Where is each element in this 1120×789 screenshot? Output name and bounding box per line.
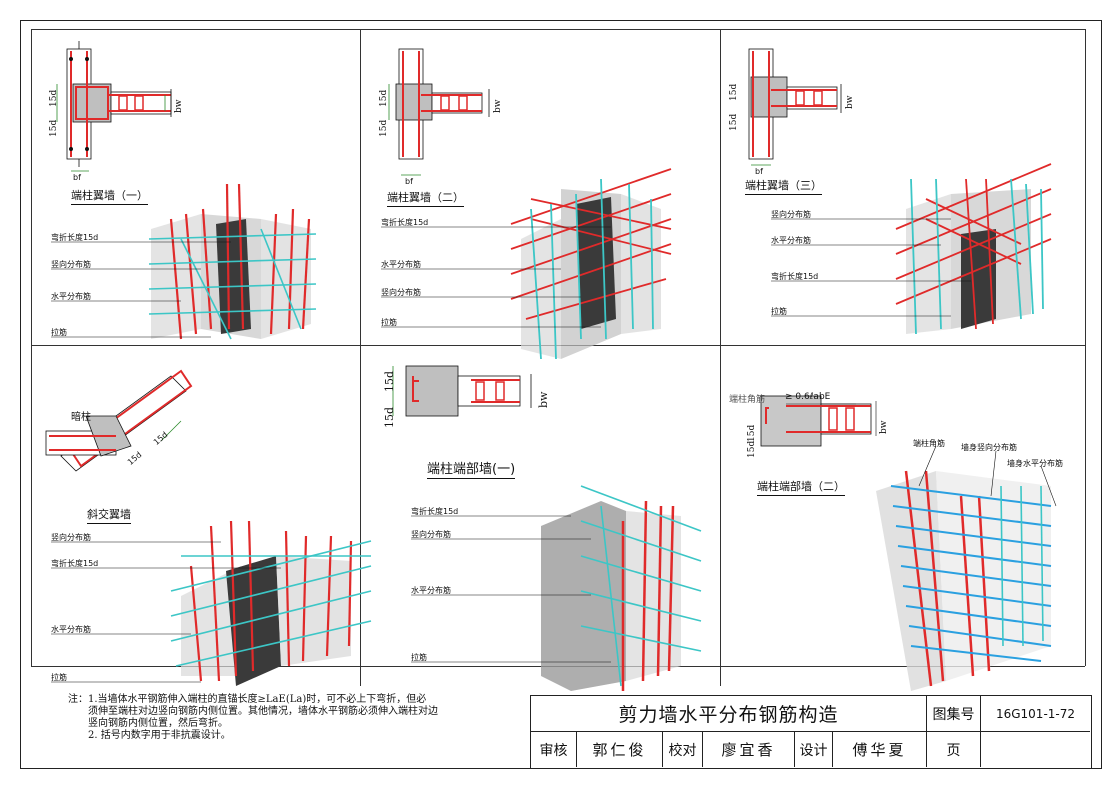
dim-15d-top: 15d — [383, 370, 396, 392]
label-tie-bars: 拉筋 — [411, 653, 427, 662]
label-horizontal-bars: 水平分布筋 — [51, 625, 91, 634]
label-tie-bars: 拉筋 — [51, 673, 67, 682]
dim-bw: bw — [845, 95, 855, 109]
drawing-title: 剪力墙水平分布钢筋构造 — [531, 696, 927, 732]
panel-title: 端柱翼墙（一） — [71, 187, 148, 205]
panel-1-drawing — [51, 41, 317, 340]
label-bend-length: 弯折长度15d — [771, 272, 819, 281]
dim-bw: bw — [493, 99, 503, 113]
label-vertical-bars: 竖向分布筋 — [771, 210, 811, 219]
label-vertical-bars: 竖向分布筋 — [411, 530, 451, 539]
reviewer-name: 郭仁俊 — [577, 732, 663, 767]
note-line-1: 注：1.当墙体水平钢筋伸入端柱的直锚长度≥LaE(La)时，可不必上下弯折，但必 — [68, 694, 427, 705]
label-tie-bars: 拉筋 — [771, 307, 787, 316]
drawing-sheet: 15d 15d bw bf 端柱翼墙（一） 弯折长度15d 竖向分布筋 水平分布… — [20, 20, 1102, 769]
dim-15d-top: 15d — [379, 89, 389, 107]
panel-end-column-wing-wall-2: 15d 15d bw bf 端柱翼墙（二） 弯折长度15d 水平分布筋 竖向分布… — [361, 29, 720, 360]
label-tie-bars: 拉筋 — [51, 328, 67, 337]
label-vertical-bars: 竖向分布筋 — [381, 288, 421, 297]
label-corner-bar-small: 端柱角筋 — [729, 395, 766, 405]
label-wall-horizontal-bars: 墙身水平分布筋 — [1007, 459, 1063, 468]
panel-title: 端柱端部墙(一) — [427, 458, 516, 479]
page-label: 页 — [927, 732, 981, 767]
panel-end-column-end-wall-2: 端柱角筋 ≥ 0.6ℓabE 15d 15d bw 端柱端部墙（二） 端柱角筋 … — [721, 346, 1085, 691]
label-anchor-length: ≥ 0.6ℓabE — [785, 392, 831, 402]
dim-15d-bottom: 15d — [383, 406, 396, 428]
label-vertical-bars: 竖向分布筋 — [51, 260, 91, 269]
dim-15d-bottom: 15d — [747, 440, 757, 458]
dim-bf: bf — [405, 177, 413, 186]
label-tie-bars: 拉筋 — [381, 318, 397, 327]
atlas-label: 图集号 — [927, 696, 981, 732]
label-horizontal-bars: 水平分布筋 — [411, 586, 451, 595]
label-column-corner-bars: 端柱角筋 — [913, 439, 945, 448]
panel-2-drawing — [381, 48, 672, 360]
grid-vline-left — [31, 29, 32, 666]
page-number — [981, 732, 1090, 767]
panel-end-column-end-wall-1: 15d 15d bw 端柱端部墙(一) 弯折长度15d 竖向分布筋 水平分布筋 … — [361, 346, 720, 691]
notes: 注：1.当墙体水平钢筋伸入端柱的直锚长度≥LaE(La)时，可不必上下弯折，但必… — [68, 694, 516, 742]
label-horizontal-bars: 水平分布筋 — [51, 292, 91, 301]
atlas-number: 16G101-1-72 — [981, 696, 1090, 732]
dim-bw: bw — [879, 420, 889, 434]
label-wall-vertical-bars: 墙身竖向分布筋 — [961, 443, 1017, 452]
label-bend-length: 弯折长度15d — [51, 559, 99, 568]
design-label: 设计 — [795, 732, 833, 767]
panel-6-drawing — [760, 395, 1057, 691]
dim-15d-bottom: 15d — [729, 113, 739, 131]
dim-15d-top: 15d — [747, 424, 757, 442]
panel-3-drawing — [748, 48, 1052, 335]
grid-vline-2 — [720, 29, 721, 686]
dim-15d-top: 15d — [729, 83, 739, 101]
panel-end-column-wing-wall-3: 15d 15d bw bf 端柱翼墙（三） 竖向分布筋 水平分布筋 弯折长度15… — [721, 29, 1085, 345]
review-label: 审核 — [531, 732, 577, 767]
dim-15d-bottom: 15d — [49, 119, 59, 137]
label-bend-length: 弯折长度15d — [411, 507, 459, 516]
grid-hline-top — [31, 29, 1085, 30]
check-label: 校对 — [663, 732, 703, 767]
panel-5-drawing — [392, 365, 702, 691]
panel-title: 斜交翼墙 — [87, 506, 131, 524]
panel-4-drawing — [45, 369, 372, 686]
title-block: 剪力墙水平分布钢筋构造 图集号 16G101-1-72 审核 郭仁俊 校对 廖宜… — [530, 695, 1092, 769]
label-horizontal-bars: 水平分布筋 — [771, 236, 811, 245]
dim-bw: bw — [537, 391, 550, 408]
note-line-4: 2. 括号内数字用于非抗震设计。 — [88, 730, 231, 741]
label-vertical-bars: 竖向分布筋 — [51, 533, 91, 542]
grid-vline-right — [1085, 29, 1086, 666]
dim-15d-top: 15d — [49, 89, 59, 107]
dim-bf: bf — [73, 173, 81, 182]
grid-vline-1 — [360, 29, 361, 686]
checker-name: 廖宜香 — [703, 732, 795, 767]
note-line-2: 须伸至端柱对边竖向钢筋内侧位置。其他情况，墙体水平钢筋必须伸入端柱对边 — [88, 706, 438, 717]
designer-name: 傅华夏 — [833, 732, 927, 767]
dim-bw: bw — [174, 99, 184, 113]
note-line-3: 竖向钢筋内侧位置，然后弯折。 — [88, 718, 228, 729]
panel-skew-wing-wall: 暗柱 15d 15d 斜交翼墙 竖向分布筋 弯折长度15d 水平分布筋 拉筋 — [31, 346, 372, 686]
panel-title: 端柱翼墙（三） — [745, 177, 822, 195]
label-horizontal-bars: 水平分布筋 — [381, 260, 421, 269]
dim-bf: bf — [755, 167, 763, 176]
label-bend-length: 弯折长度15d — [381, 218, 429, 227]
dim-15d-bottom: 15d — [379, 119, 389, 137]
panel-title: 端柱端部墙（二） — [757, 478, 845, 496]
panel-end-column-wing-wall-1: 15d 15d bw bf 端柱翼墙（一） 弯折长度15d 竖向分布筋 水平分布… — [31, 29, 360, 345]
panel-title: 端柱翼墙（二） — [387, 189, 464, 207]
label-bend-length: 弯折长度15d — [51, 233, 99, 242]
label-hidden-column: 暗柱 — [71, 412, 91, 423]
